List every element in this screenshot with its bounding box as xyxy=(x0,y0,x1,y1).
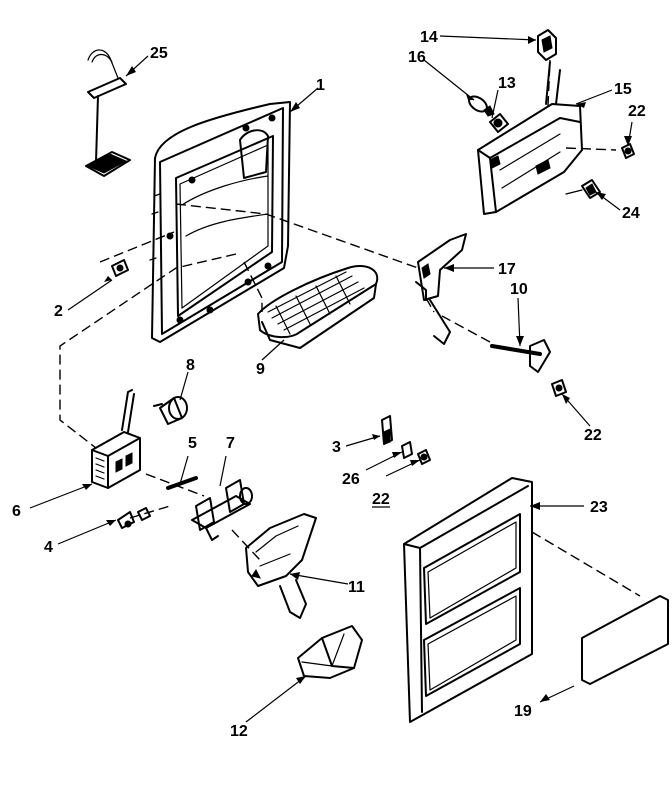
part-22-screw-b xyxy=(551,379,567,397)
leader-lines xyxy=(29,35,633,723)
arrowheads xyxy=(82,36,632,702)
callout-10: 10 xyxy=(510,281,528,298)
part-1-dispenser-housing xyxy=(149,101,291,343)
callout-1: 1 xyxy=(316,77,325,94)
callout-7: 7 xyxy=(226,435,235,452)
part-22-screw-a xyxy=(621,143,635,159)
callout-8: 8 xyxy=(186,357,195,374)
callout-12: 12 xyxy=(230,723,248,740)
part-26-insulator xyxy=(401,441,413,459)
part-19-decal xyxy=(581,595,669,685)
callout-16: 16 xyxy=(408,49,426,66)
callout-14: 14 xyxy=(420,29,438,46)
part-3-switch xyxy=(381,415,393,445)
callout-23: 23 xyxy=(590,499,608,516)
part-14-light-cover xyxy=(537,29,557,61)
callout-25: 25 xyxy=(150,45,168,62)
part-10-lever-rod xyxy=(490,339,551,373)
part-5-rod xyxy=(166,476,198,490)
part-12-ice-chute xyxy=(297,625,363,679)
part-25-harness xyxy=(85,49,131,177)
callout-24: 24 xyxy=(622,205,640,222)
callout-22b: 22 xyxy=(584,427,602,444)
callout-19: 19 xyxy=(514,703,532,720)
callout-17: 17 xyxy=(498,261,516,278)
part-11-actuator-arm xyxy=(245,513,317,619)
callout-9: 9 xyxy=(256,361,265,378)
callout-4: 4 xyxy=(44,539,53,556)
part-7-lever-bracket xyxy=(191,479,253,541)
callout-26: 26 xyxy=(342,471,360,488)
callout-2: 2 xyxy=(54,303,63,320)
part-6-switch-module xyxy=(91,389,141,489)
callout-5: 5 xyxy=(188,435,197,452)
part-4-clip xyxy=(117,507,151,529)
callout-3: 3 xyxy=(332,439,341,456)
part-9-drip-tray xyxy=(257,265,379,349)
callout-labels: 1 2 3 4 5 6 7 8 9 10 11 12 13 14 15 16 1… xyxy=(12,29,646,740)
part-22-screw-c xyxy=(417,449,431,465)
callout-15: 15 xyxy=(614,81,632,98)
part-8-solenoid xyxy=(153,396,188,425)
callout-6: 6 xyxy=(12,503,21,520)
part-23-front-panel xyxy=(403,477,533,723)
callout-22c: 22 xyxy=(372,491,390,508)
part-13-lamp-socket xyxy=(489,113,509,133)
part-15-control-housing xyxy=(477,61,583,215)
part-24-connector xyxy=(565,179,601,199)
assembly-lines xyxy=(59,59,641,597)
callout-22a: 22 xyxy=(628,103,646,120)
callout-13: 13 xyxy=(498,75,516,92)
callout-11: 11 xyxy=(348,579,365,596)
part-17-bracket xyxy=(415,233,467,345)
part-2-screw xyxy=(111,259,129,277)
